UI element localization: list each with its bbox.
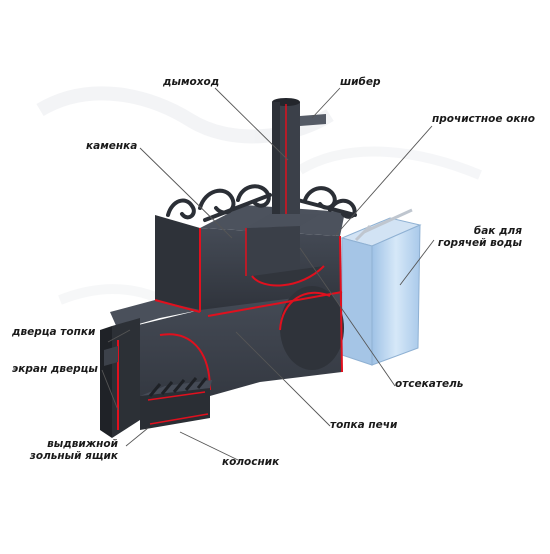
label-chimney: дымоход: [163, 76, 220, 88]
leader-door-screen: [101, 369, 119, 411]
label-ash-drawer: выдвижной зольный ящик: [29, 438, 118, 462]
label-damper: шибер: [340, 76, 381, 88]
leader-chimney: [214, 87, 289, 161]
leader-firebox-door: [107, 329, 131, 343]
label-door-screen: экран дверцы: [12, 363, 98, 375]
label-stove-firebox: топка печи: [330, 419, 398, 431]
leader-damper: [311, 87, 341, 119]
leader-baffle: [299, 247, 396, 387]
leader-lines: [101, 87, 435, 461]
label-cleanout-window: прочистное окно: [432, 113, 535, 125]
chimney-pipe: [272, 98, 326, 234]
leader-grate: [179, 431, 239, 461]
hot-water-tank: [340, 208, 422, 366]
firebox-door: [100, 318, 140, 438]
ornamental-top-grate: [166, 184, 357, 222]
leader-cleanout-window: [334, 125, 433, 237]
leader-ash-drawer: [125, 427, 149, 447]
label-hot-water-tank: бак для горячей воды: [437, 225, 522, 249]
grate-bars: [148, 377, 208, 397]
leader-stove-firebox: [235, 331, 331, 427]
label-heater-stones: каменка: [86, 140, 138, 152]
leader-hot-water-tank: [399, 239, 435, 286]
label-firebox-door: дверца топки: [12, 326, 96, 338]
leader-heater-stones: [139, 147, 233, 239]
heater-chamber-cut: [245, 214, 325, 287]
label-grate: колосник: [222, 456, 280, 468]
label-baffle: отсекатель: [395, 378, 464, 390]
